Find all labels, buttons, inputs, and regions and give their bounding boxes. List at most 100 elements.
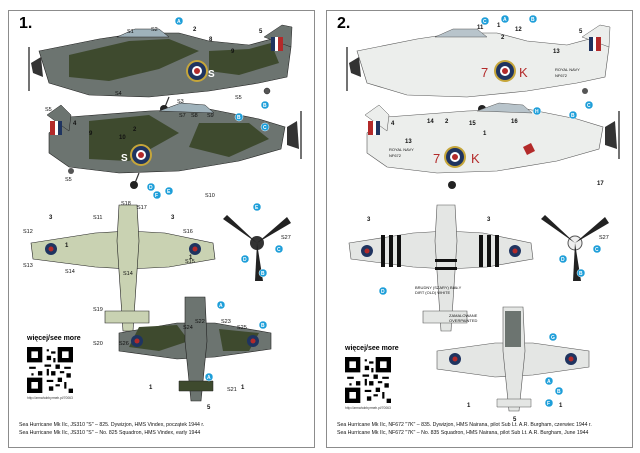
svg-text:5: 5 bbox=[513, 417, 517, 423]
svg-text:7: 7 bbox=[433, 151, 440, 166]
svg-text:S26: S26 bbox=[119, 341, 129, 347]
side-view-left: 7 K ROYAL NAVY NF672 bbox=[346, 24, 611, 113]
svg-text:S19: S19 bbox=[93, 307, 103, 313]
side-view-right: 7 K ROYAL NAVY NF672 bbox=[364, 102, 620, 189]
svg-text:S22: S22 bbox=[195, 319, 205, 325]
svg-text:2: 2 bbox=[133, 127, 137, 133]
svg-text:5: 5 bbox=[579, 29, 583, 35]
qr-code[interactable] bbox=[345, 357, 391, 403]
svg-text:NF672: NF672 bbox=[555, 73, 568, 78]
svg-text:3: 3 bbox=[367, 217, 371, 223]
svg-text:13: 13 bbox=[553, 49, 560, 55]
svg-text:1: 1 bbox=[241, 385, 245, 391]
caption-english: Sea Hurricane Mk IIc, NF672 "7K" – No. 8… bbox=[337, 430, 589, 436]
svg-text:F: F bbox=[547, 401, 550, 407]
note-overpaint-line1: ZAMALOWANE bbox=[449, 313, 478, 318]
svg-text:C: C bbox=[277, 247, 281, 253]
svg-text:S8: S8 bbox=[191, 113, 198, 119]
svg-text:1: 1 bbox=[483, 131, 487, 137]
svg-text:S5: S5 bbox=[235, 95, 242, 101]
svg-text:F: F bbox=[155, 193, 158, 199]
color-callout-dots: A B B C D E F E D C B A B A bbox=[146, 16, 284, 382]
sheet-number: 1. bbox=[19, 15, 33, 32]
svg-text:A: A bbox=[177, 19, 181, 25]
side-view-right: S bbox=[46, 102, 302, 189]
svg-text:S13: S13 bbox=[23, 263, 33, 269]
svg-text:8: 8 bbox=[209, 37, 213, 43]
svg-text:C: C bbox=[263, 125, 267, 131]
svg-text:B: B bbox=[531, 17, 535, 23]
svg-text:1: 1 bbox=[559, 403, 563, 409]
svg-text:D: D bbox=[561, 257, 565, 263]
svg-text:A: A bbox=[547, 379, 551, 385]
svg-text:B: B bbox=[579, 271, 583, 277]
svg-text:K: K bbox=[471, 151, 480, 166]
svg-text:12: 12 bbox=[515, 27, 522, 33]
svg-text:1: 1 bbox=[467, 403, 471, 409]
svg-text:B: B bbox=[261, 323, 265, 329]
svg-text:2: 2 bbox=[445, 119, 449, 125]
svg-text:D: D bbox=[381, 289, 385, 295]
svg-text:E: E bbox=[255, 205, 259, 211]
qr-code[interactable] bbox=[27, 347, 73, 393]
qr-url: http://armahobbyrmeh.pl/70063 bbox=[345, 406, 391, 410]
svg-text:S21: S21 bbox=[227, 387, 237, 393]
svg-text:S14: S14 bbox=[65, 269, 75, 275]
caption: Sea Hurricane Mk IIc, JS310 "S" – 825. D… bbox=[19, 421, 309, 437]
svg-text:S9: S9 bbox=[207, 113, 214, 119]
profile-sheet-2: 2. 7 K ROYAL NAVY NF672 bbox=[326, 10, 633, 448]
note-dirt-line2: DIRT (OLD) WHITE bbox=[415, 290, 451, 295]
svg-text:14: 14 bbox=[427, 119, 434, 125]
svg-text:S3: S3 bbox=[177, 99, 184, 105]
svg-text:3: 3 bbox=[487, 217, 491, 223]
svg-text:S16: S16 bbox=[183, 229, 193, 235]
svg-text:S10: S10 bbox=[205, 193, 215, 199]
svg-text:9: 9 bbox=[89, 131, 93, 137]
svg-text:B: B bbox=[557, 389, 561, 395]
svg-text:ROYAL NAVY: ROYAL NAVY bbox=[389, 147, 414, 152]
underside-view bbox=[30, 204, 216, 332]
svg-text:9: 9 bbox=[231, 49, 235, 55]
svg-text:S27: S27 bbox=[599, 235, 609, 241]
svg-text:B: B bbox=[571, 113, 575, 119]
qr-url: http://armahobbyrmeh.pl/70063 bbox=[27, 396, 73, 400]
svg-text:S5: S5 bbox=[45, 107, 52, 113]
svg-text:11: 11 bbox=[477, 25, 484, 31]
svg-text:S17: S17 bbox=[137, 205, 147, 211]
svg-text:K: K bbox=[519, 65, 528, 80]
svg-text:S24: S24 bbox=[183, 325, 193, 331]
svg-text:S12: S12 bbox=[23, 229, 33, 235]
svg-text:B: B bbox=[261, 271, 265, 277]
note-overpaint-line2: OVERPAINTED bbox=[449, 318, 477, 323]
svg-text:B: B bbox=[237, 115, 241, 121]
caption-polish: Sea Hurricane Mk IIc, JS310 "S" – 825. D… bbox=[19, 422, 205, 428]
svg-text:10: 10 bbox=[119, 135, 126, 141]
svg-text:1: 1 bbox=[189, 255, 193, 261]
svg-text:NF672: NF672 bbox=[389, 153, 402, 158]
svg-text:S7: S7 bbox=[179, 113, 186, 119]
aircraft-drawings-2: 7 K ROYAL NAVY NF672 7 K ROY bbox=[346, 14, 620, 423]
svg-text:1: 1 bbox=[65, 243, 69, 249]
svg-text:2: 2 bbox=[501, 35, 505, 41]
svg-text:1: 1 bbox=[149, 385, 153, 391]
profile-sheet-1: 1. S bbox=[8, 10, 315, 448]
svg-text:A: A bbox=[207, 375, 211, 381]
svg-text:1: 1 bbox=[497, 23, 501, 29]
svg-text:3: 3 bbox=[171, 215, 175, 221]
note-dirt-line1: BRUDNY (SZARY) BIAŁY bbox=[415, 285, 462, 290]
color-callout-dots: A B C C B H D D C B G A B F bbox=[378, 14, 602, 408]
svg-text:2: 2 bbox=[193, 27, 197, 33]
svg-text:3: 3 bbox=[49, 215, 53, 221]
svg-text:5: 5 bbox=[259, 29, 263, 35]
svg-text:D: D bbox=[149, 185, 153, 191]
svg-text:A: A bbox=[503, 17, 507, 23]
svg-text:S4: S4 bbox=[115, 91, 122, 97]
svg-text:S11: S11 bbox=[93, 215, 102, 221]
svg-text:C: C bbox=[483, 19, 487, 25]
svg-text:S2: S2 bbox=[151, 27, 158, 33]
svg-text:E: E bbox=[167, 189, 171, 195]
svg-text:S23: S23 bbox=[221, 319, 231, 325]
caption-english: Sea Hurricane Mk IIc, JS310 "S" – No. 82… bbox=[19, 430, 201, 436]
svg-text:B: B bbox=[263, 103, 267, 109]
